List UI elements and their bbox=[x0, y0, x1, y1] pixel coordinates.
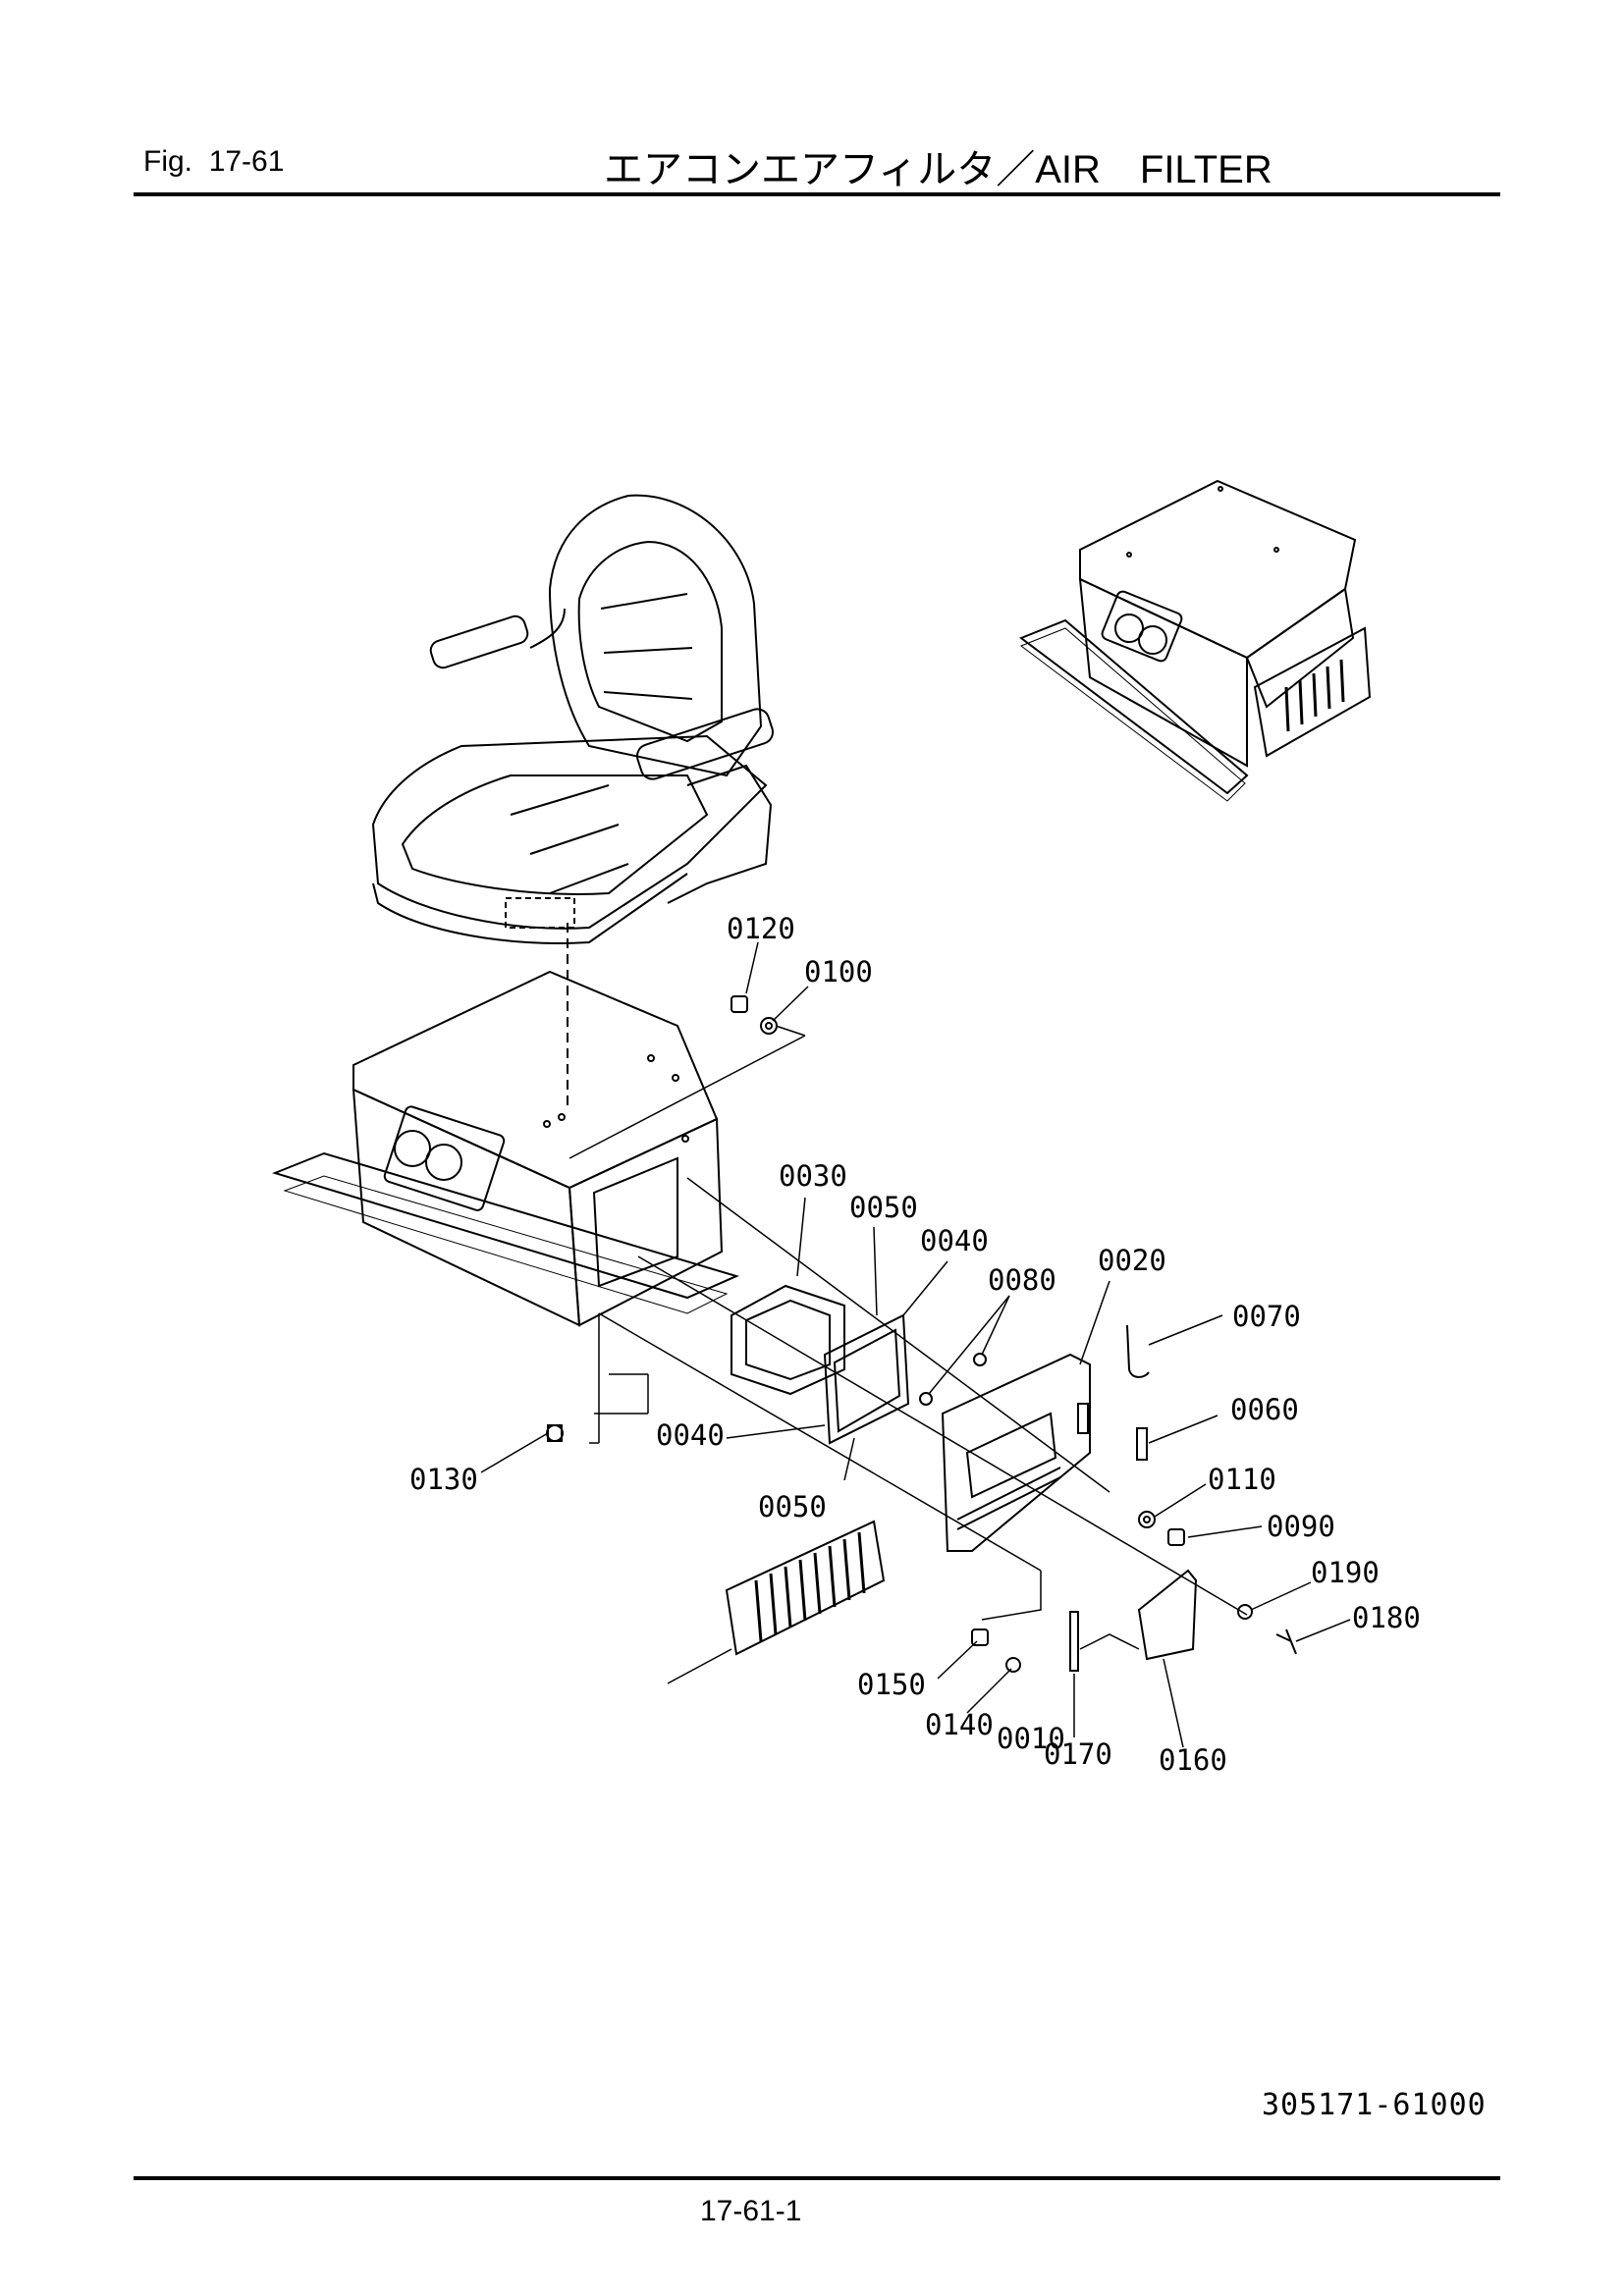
callout-0050-upper: 0050 bbox=[849, 1191, 918, 1224]
callout-0090: 0090 bbox=[1267, 1510, 1335, 1543]
gasket-frame-0040-0050 bbox=[823, 1313, 910, 1445]
callout-0170: 0170 bbox=[1044, 1737, 1112, 1771]
callout-0020: 0020 bbox=[1098, 1244, 1166, 1277]
callout-0120: 0120 bbox=[727, 912, 795, 945]
footer-rule bbox=[134, 2176, 1500, 2180]
callout-0050-lower: 0050 bbox=[758, 1490, 827, 1523]
callout-0070: 0070 bbox=[1232, 1300, 1301, 1333]
callout-0140: 0140 bbox=[925, 1708, 994, 1741]
page-title: エアコンエアフィルタ／AIR FILTER bbox=[604, 148, 1272, 191]
callout-0040-lower: 0040 bbox=[656, 1418, 725, 1452]
page-number: 17-61-1 bbox=[700, 2195, 802, 2227]
callout-0160: 0160 bbox=[1159, 1743, 1227, 1777]
callout-0110: 0110 bbox=[1208, 1463, 1276, 1496]
leader-lines bbox=[480, 941, 1351, 1748]
inset-assembly-view bbox=[1018, 479, 1372, 802]
callout-0040-upper: 0040 bbox=[920, 1224, 989, 1257]
callout-0180: 0180 bbox=[1352, 1601, 1421, 1634]
filter-frame-0030 bbox=[731, 1284, 845, 1396]
callout-0010: 0010 bbox=[997, 1722, 1065, 1755]
callout-0080: 0080 bbox=[988, 1263, 1056, 1297]
operator-seat bbox=[371, 494, 775, 944]
callout-0130: 0130 bbox=[409, 1463, 478, 1496]
part-callouts: 0010 0020 0030 0040 0040 0050 0050 0060 … bbox=[409, 912, 1421, 1777]
air-conditioner-box bbox=[271, 923, 739, 1327]
callout-0150: 0150 bbox=[857, 1668, 926, 1701]
callout-0190: 0190 bbox=[1311, 1556, 1380, 1589]
small-hardware bbox=[546, 995, 1297, 1673]
document-number: 305171-61000 bbox=[1262, 2088, 1487, 2122]
header-rule bbox=[134, 192, 1500, 196]
figure-label: Fig. 17-61 bbox=[143, 145, 285, 178]
callout-0030: 0030 bbox=[779, 1159, 847, 1193]
air-filter-element-0010 bbox=[725, 1520, 886, 1656]
assembly-lines bbox=[568, 1025, 1248, 1650]
callout-0060: 0060 bbox=[1230, 1393, 1299, 1426]
callout-0100: 0100 bbox=[804, 955, 873, 988]
figure-number: 17-61 bbox=[208, 145, 285, 178]
